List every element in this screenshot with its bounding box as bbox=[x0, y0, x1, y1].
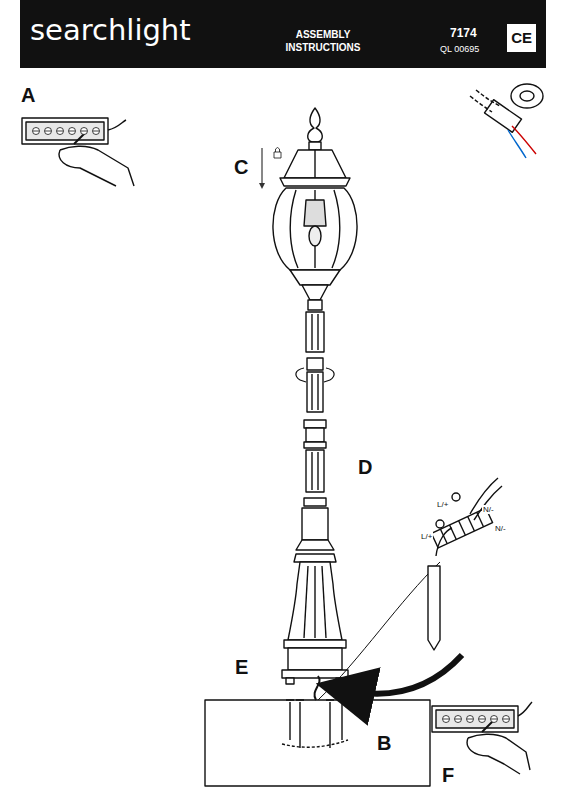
document-heading: ASSEMBLY INSTRUCTIONS bbox=[278, 28, 368, 54]
step-letter: B bbox=[376, 732, 392, 755]
ce-mark: CE bbox=[505, 22, 538, 54]
terminal-label: L/+ bbox=[436, 500, 449, 509]
header-band: searchlight ASSEMBLY INSTRUCTIONS 7174 QL 0… bbox=[20, 0, 546, 68]
terminal-label: L/+ bbox=[420, 532, 433, 541]
step-letter: F bbox=[441, 764, 455, 787]
step-letter: E bbox=[234, 656, 249, 679]
ce-text: CE bbox=[511, 28, 532, 48]
model-number: 7174 bbox=[450, 26, 477, 42]
step-letter: A bbox=[20, 84, 36, 107]
terminal-label: N/- bbox=[482, 505, 495, 514]
step-letter: C bbox=[233, 156, 249, 179]
step-letter: D bbox=[357, 456, 373, 479]
document-code: QL 00695 bbox=[440, 44, 479, 56]
terminal-label: N/- bbox=[494, 524, 507, 533]
brand-logo: searchlight bbox=[30, 12, 191, 50]
